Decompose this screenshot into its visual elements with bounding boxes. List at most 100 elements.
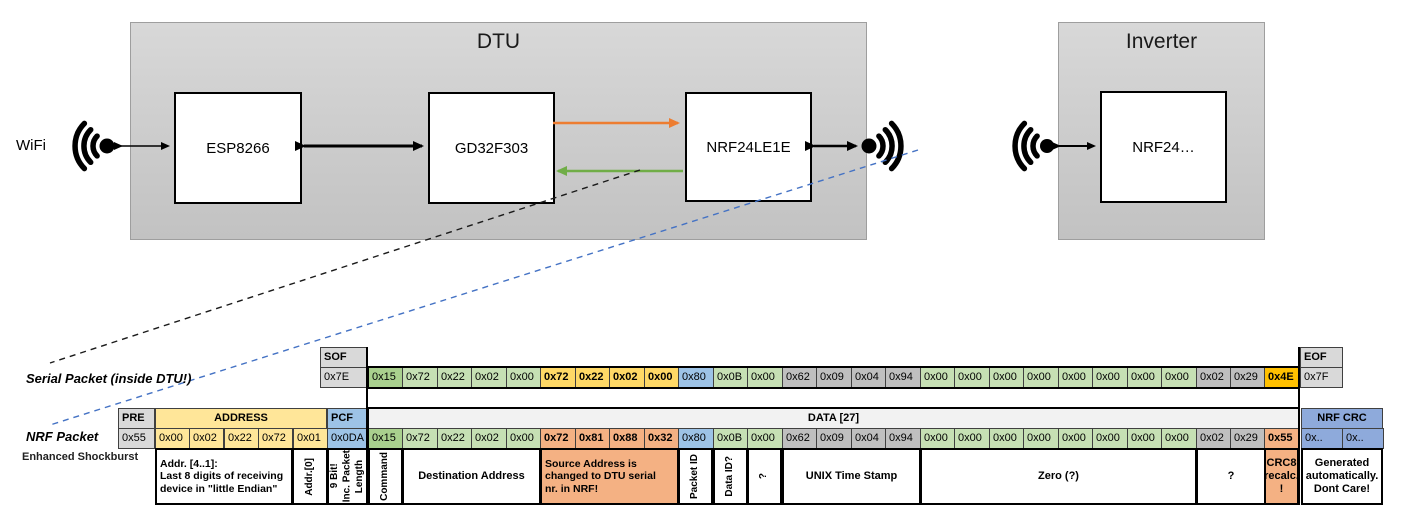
inverter-container: Inverter <box>1058 22 1265 240</box>
serial-byte-22: 0x00 <box>1127 367 1162 388</box>
serial-byte-3: 0x02 <box>471 367 507 388</box>
serial-byte-18: 0x00 <box>989 367 1024 388</box>
nrf-crc-byte-1: 0x.. <box>1342 428 1384 449</box>
annotation-src: Source Address is changed to DTU serial … <box>540 448 679 505</box>
serial-byte-9: 0x80 <box>678 367 714 388</box>
nrf-byte-9: 0x80 <box>678 428 714 449</box>
nrf-byte-23: 0x00 <box>1161 428 1197 449</box>
nrf-byte-7: 0x88 <box>609 428 645 449</box>
node-gd32f303: GD32F303 <box>428 92 555 204</box>
node-nrf24-inverter: NRF24… <box>1100 91 1227 203</box>
enhanced-shockburst-label: Enhanced Shockburst <box>22 451 139 463</box>
address-header: ADDRESS <box>155 408 327 429</box>
serial-byte-2: 0x22 <box>437 367 472 388</box>
nrf-byte-1: 0x72 <box>402 428 438 449</box>
wifi-icon-dtu <box>72 120 100 172</box>
annotation-crc8: CRC8 recalc. ! <box>1264 448 1299 505</box>
nrf-byte-15: 0x94 <box>885 428 921 449</box>
serial-byte-10: 0x0B <box>713 367 748 388</box>
serial-byte-11: 0x00 <box>747 367 783 388</box>
nrf-byte-24: 0x02 <box>1196 428 1231 449</box>
nrf-address-byte-2: 0x22 <box>224 428 259 449</box>
serial-byte-14: 0x04 <box>851 367 886 388</box>
nrf-address-byte-0: 0x00 <box>155 428 190 449</box>
nrf-byte-0: 0x15 <box>368 428 403 449</box>
serial-byte-17: 0x00 <box>954 367 990 388</box>
nrf-byte-3: 0x02 <box>471 428 507 449</box>
nrf-byte-22: 0x00 <box>1127 428 1162 449</box>
annotation-addr41: Addr. [4..1]: Last 8 digits of receiving… <box>155 448 293 505</box>
serial-byte-12: 0x62 <box>782 367 817 388</box>
wifi-icon-inverter-dot <box>1040 139 1054 153</box>
nrf-byte-26: 0x55 <box>1264 428 1300 449</box>
serial-byte-21: 0x00 <box>1092 367 1128 388</box>
nrf-byte-6: 0x81 <box>575 428 610 449</box>
nrf-byte-2: 0x22 <box>437 428 472 449</box>
inverter-title: Inverter <box>1125 30 1198 53</box>
nrf-byte-16: 0x00 <box>920 428 955 449</box>
right-group-line <box>1298 347 1300 505</box>
node-nrf24le1e-label: NRF24LE1E <box>706 138 791 156</box>
annotation-zero: Zero (?) <box>920 448 1197 505</box>
nrf-address-byte-1: 0x02 <box>189 428 224 449</box>
annotation-q1: ? <box>747 448 782 505</box>
nrf-packet-label: NRF Packet <box>26 429 99 444</box>
nrf-byte-19: 0x00 <box>1023 428 1059 449</box>
nrf-byte-18: 0x00 <box>989 428 1024 449</box>
nrf-byte-4: 0x00 <box>506 428 541 449</box>
pre-header: PRE <box>118 408 155 429</box>
nrf-byte-8: 0x32 <box>644 428 679 449</box>
nrf-byte-14: 0x04 <box>851 428 886 449</box>
nrf-packet-pointer-dashed <box>49 149 919 426</box>
serial-byte-6: 0x22 <box>575 367 610 388</box>
annotation-q2: ? <box>1196 448 1266 505</box>
nrf-byte-11: 0x00 <box>747 428 783 449</box>
serial-byte-25: 0x29 <box>1230 367 1265 388</box>
nrf-address-byte-4: 0x01 <box>293 428 328 449</box>
sof-value: 0x7E <box>320 367 368 388</box>
serial-byte-13: 0x09 <box>816 367 852 388</box>
node-nrf24-inverter-label: NRF24… <box>1132 138 1195 156</box>
serial-byte-0: 0x15 <box>368 367 403 388</box>
annotation-gen: Generated automatically. Dont Care! <box>1301 448 1383 505</box>
annotation-dataid: Data ID? <box>713 448 748 505</box>
serial-byte-23: 0x00 <box>1161 367 1197 388</box>
serial-byte-8: 0x00 <box>644 367 679 388</box>
node-esp8266: ESP8266 <box>174 92 302 204</box>
nrf-byte-20: 0x00 <box>1058 428 1093 449</box>
nrf-byte-17: 0x00 <box>954 428 990 449</box>
eof-value: 0x7F <box>1300 367 1343 388</box>
node-gd32f303-label: GD32F303 <box>454 139 529 157</box>
serial-byte-15: 0x94 <box>885 367 921 388</box>
pcf-header: PCF <box>327 408 368 429</box>
annotation-pcf9bit: 9 Bit! Inc. Packet Length <box>327 448 369 505</box>
node-esp8266-label: ESP8266 <box>206 139 270 157</box>
nrf-byte-12: 0x62 <box>782 428 817 449</box>
wifi-icon-dtu-dot <box>99 138 115 154</box>
serial-byte-5: 0x72 <box>540 367 576 388</box>
wifi-icon-inverter <box>1012 120 1040 172</box>
serial-byte-20: 0x00 <box>1058 367 1093 388</box>
dtu-title: DTU <box>476 30 521 53</box>
wifi-icon-nrf <box>876 120 904 172</box>
wifi-icon-nrf-dot <box>861 138 877 154</box>
nrf-address-byte-3: 0x72 <box>258 428 293 449</box>
nrf-byte-25: 0x29 <box>1230 428 1265 449</box>
wifi-label: WiFi <box>16 137 46 154</box>
node-nrf24le1e: NRF24LE1E <box>685 92 812 202</box>
data27-header: DATA [27] <box>368 408 1299 429</box>
serial-byte-24: 0x02 <box>1196 367 1231 388</box>
pre-value: 0x55 <box>118 428 155 449</box>
annotation-pcf9bit-text: 9 Bit! Inc. Packet Length <box>329 450 366 503</box>
serial-byte-26: 0x4E <box>1264 367 1300 388</box>
annotation-dest: Destination Address <box>402 448 541 505</box>
nrf-crc-header: NRF CRC <box>1301 408 1383 429</box>
annotation-q1-text: ? <box>758 473 770 480</box>
annotation-packetid-text: Packet ID <box>689 453 701 500</box>
pcf-value: 0x0DA <box>327 428 368 449</box>
annotation-command: Command <box>368 448 403 505</box>
annotation-dataid-text: Data ID? <box>724 456 736 497</box>
eof-header: EOF <box>1300 347 1343 368</box>
